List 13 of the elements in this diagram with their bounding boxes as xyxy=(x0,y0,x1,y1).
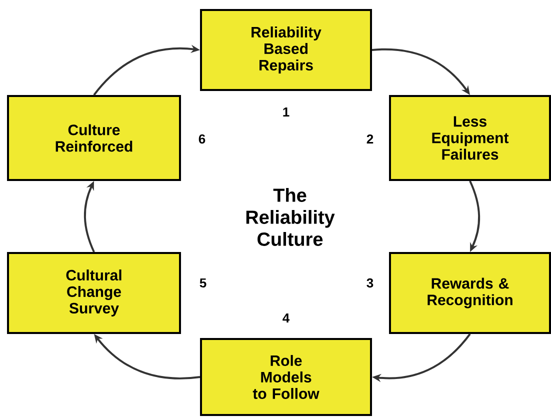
step-number: 1 xyxy=(283,108,290,116)
step-number: 2 xyxy=(366,134,374,144)
step-number: 6 xyxy=(198,134,206,144)
process-box: Cultural Change Survey xyxy=(7,252,181,334)
step-number: 5 xyxy=(200,278,206,288)
step-number: 4 xyxy=(282,314,290,322)
process-box: Role Models to Follow xyxy=(200,338,372,416)
process-box: Less Equipment Failures xyxy=(389,95,551,181)
step-number: 3 xyxy=(366,278,374,288)
process-box: Culture Reinforced xyxy=(7,95,181,181)
process-box: Rewards & Recognition xyxy=(389,252,551,334)
center-title: The Reliability Culture xyxy=(246,188,335,246)
process-box: Reliability Based Repairs xyxy=(200,9,372,91)
